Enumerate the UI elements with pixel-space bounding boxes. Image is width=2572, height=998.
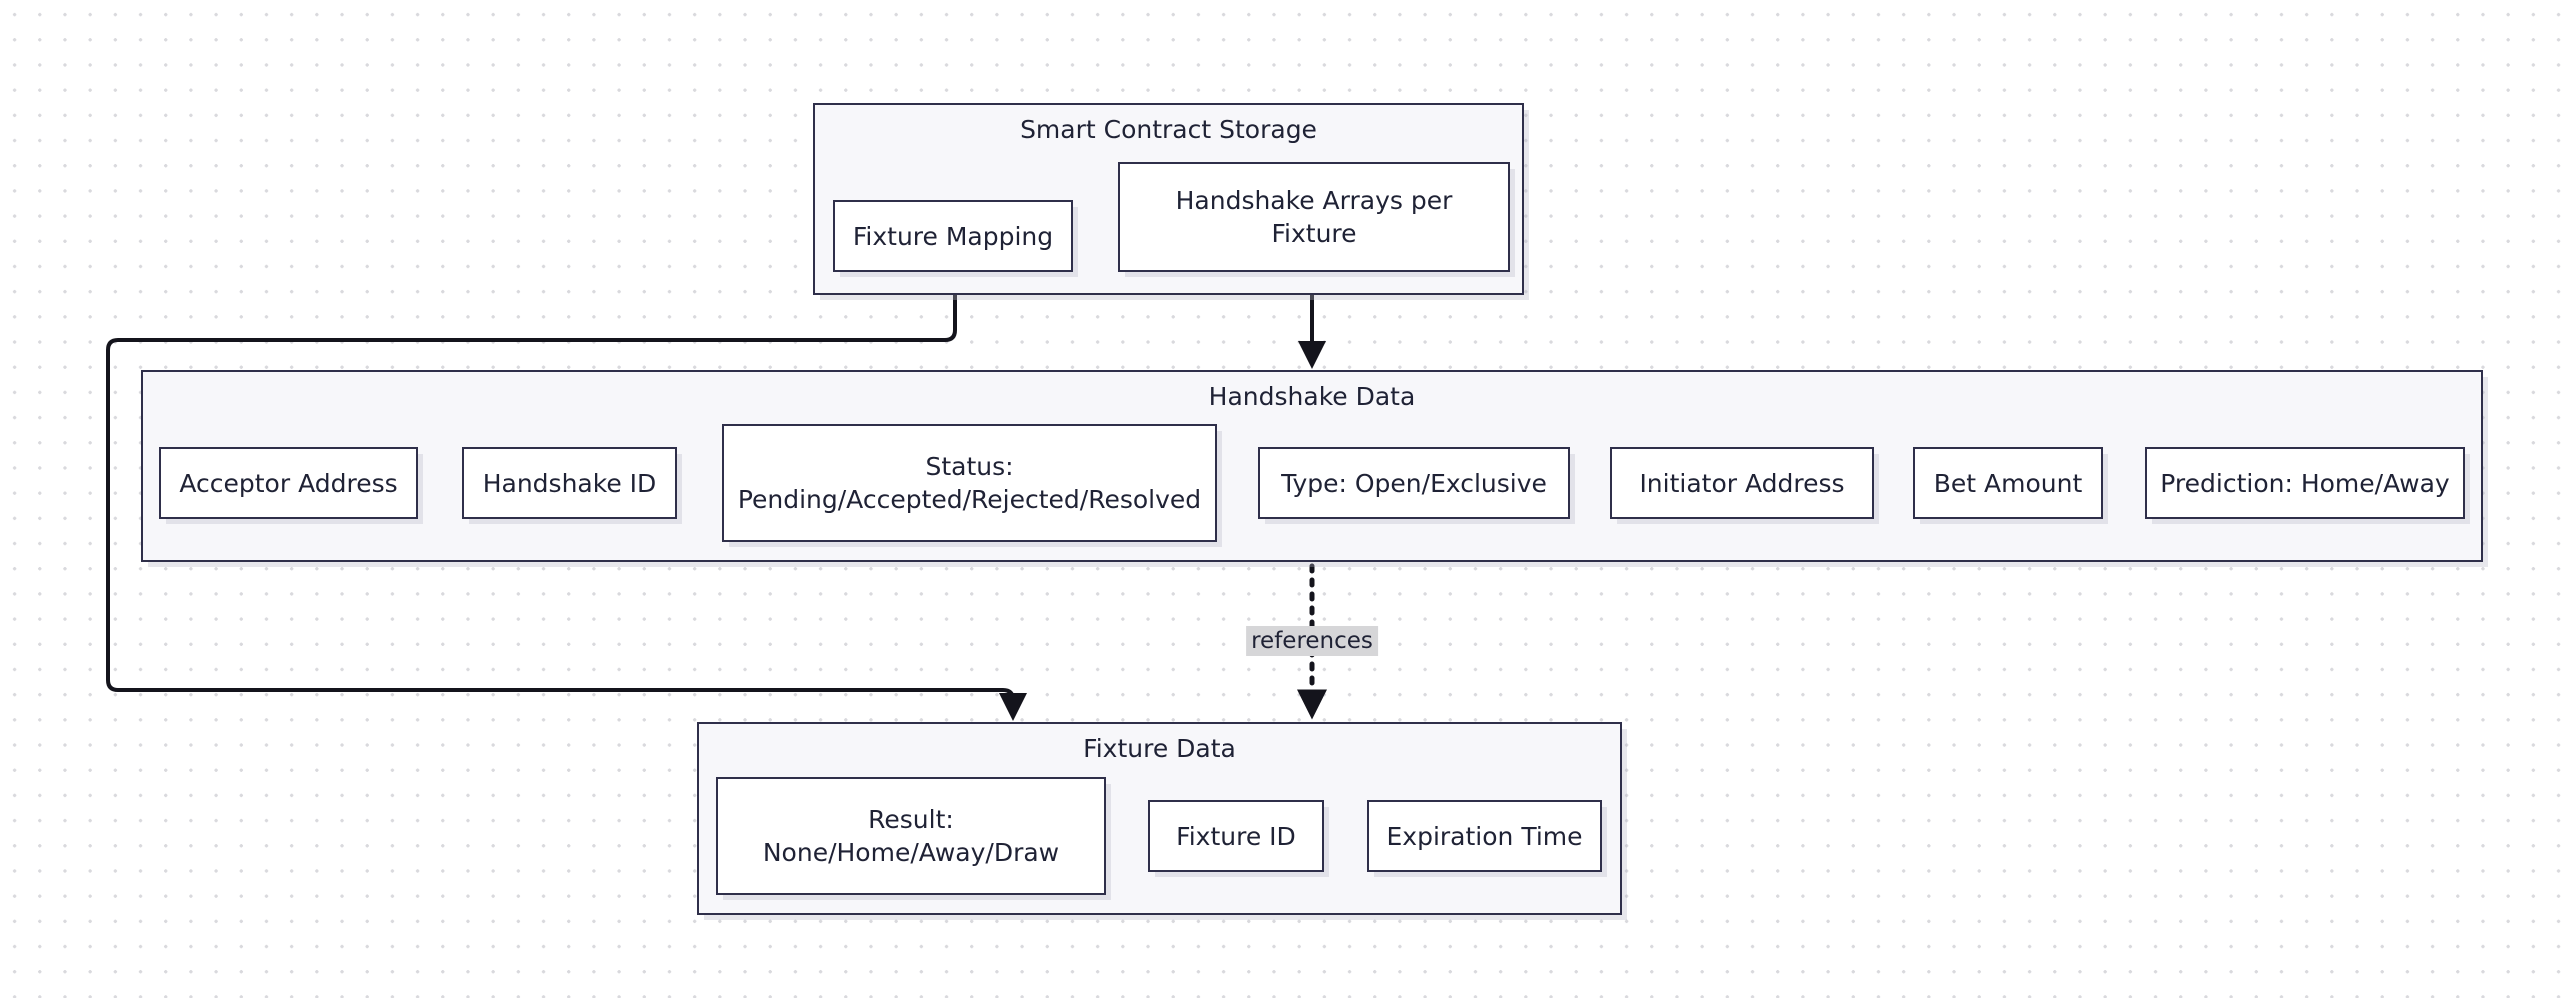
node-label-fixture-mapping: Fixture Mapping [852, 221, 1054, 251]
node-label-fixture-id: Fixture ID [1176, 821, 1296, 851]
node-label-handshake-arrays-line1: Handshake Arrays per [1175, 186, 1453, 215]
node-label-handshake-arrays-line2: Fixture [1271, 219, 1357, 248]
node-acceptor-address[interactable]: Acceptor Address [159, 447, 418, 519]
node-label-handshake-id: Handshake ID [482, 468, 657, 498]
node-bet-amount[interactable]: Bet Amount [1913, 447, 2103, 519]
cluster-title-handshake-data: Handshake Data [1208, 382, 1416, 411]
node-label-result-line1: Result: [868, 805, 954, 834]
node-label-bet-amount: Bet Amount [1933, 468, 2083, 498]
node-label-prediction: Prediction: Home/Away [2160, 468, 2450, 498]
node-fixture-id[interactable]: Fixture ID [1148, 800, 1324, 872]
cluster-title-fixture-data: Fixture Data [1083, 734, 1236, 763]
node-fixture-mapping[interactable]: Fixture Mapping [833, 200, 1073, 272]
node-prediction[interactable]: Prediction: Home/Away [2145, 447, 2465, 519]
node-label-status-line2: Pending/Accepted/Rejected/Resolved [737, 485, 1202, 514]
node-initiator-address[interactable]: Initiator Address [1610, 447, 1874, 519]
edge-label-references: references [1246, 626, 1378, 656]
node-handshake-arrays[interactable]: Handshake Arrays per Fixture [1118, 162, 1510, 272]
node-label-acceptor-address: Acceptor Address [179, 468, 398, 498]
node-label-type: Type: Open/Exclusive [1281, 468, 1547, 498]
node-label-initiator-address: Initiator Address [1639, 468, 1845, 498]
node-handshake-id[interactable]: Handshake ID [462, 447, 677, 519]
node-result[interactable]: Result: None/Home/Away/Draw [716, 777, 1106, 895]
node-label-result-line2: None/Home/Away/Draw [762, 838, 1060, 867]
cluster-title-smart-contract-storage: Smart Contract Storage [1020, 115, 1317, 144]
node-label-expiration-time: Expiration Time [1386, 821, 1583, 851]
node-type[interactable]: Type: Open/Exclusive [1258, 447, 1570, 519]
node-status[interactable]: Status: Pending/Accepted/Rejected/Resolv… [722, 424, 1217, 542]
node-label-status-line1: Status: [925, 452, 1014, 481]
node-expiration-time[interactable]: Expiration Time [1367, 800, 1602, 872]
